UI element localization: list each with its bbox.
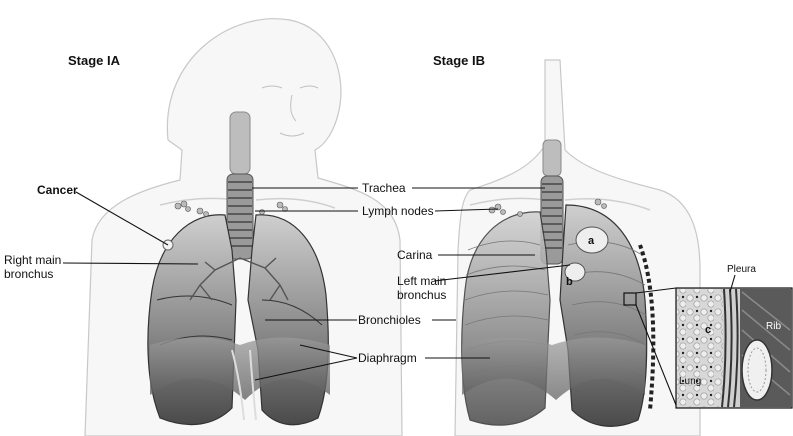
stage-ib-title: Stage IB (433, 53, 485, 68)
cancer-label: Cancer (37, 183, 78, 197)
tumor-a-letter: a (588, 235, 595, 247)
right-main-bronchus-label-2: bronchus (4, 267, 53, 281)
bronchioles-label: Bronchioles (358, 313, 421, 327)
left-main-bronchus-label-1: Left main (397, 274, 446, 288)
pleura-label: Pleura (727, 264, 756, 275)
diaphragm-label: Diaphragm (358, 351, 417, 365)
inset-rib (742, 340, 772, 400)
stage-ia-figure (85, 19, 402, 436)
stage-ib-figure (455, 60, 700, 436)
rib-label: Rib (766, 321, 781, 332)
stage-ia-trachea (227, 112, 253, 259)
trachea-label: Trachea (362, 181, 406, 195)
stage-ia-title: Stage IA (68, 53, 121, 68)
lung-label: Lung (679, 376, 701, 387)
lymph-nodes-label: Lymph nodes (362, 204, 434, 218)
right-main-bronchus-label-1: Right main (4, 253, 61, 267)
inset-panel (676, 288, 792, 408)
inset-alveoli (677, 289, 723, 407)
carina-label: Carina (397, 248, 433, 262)
tumor-b-letter: b (566, 276, 573, 288)
left-main-bronchus-label-2: bronchus (397, 288, 446, 302)
inset-letter-c: c (705, 324, 711, 336)
